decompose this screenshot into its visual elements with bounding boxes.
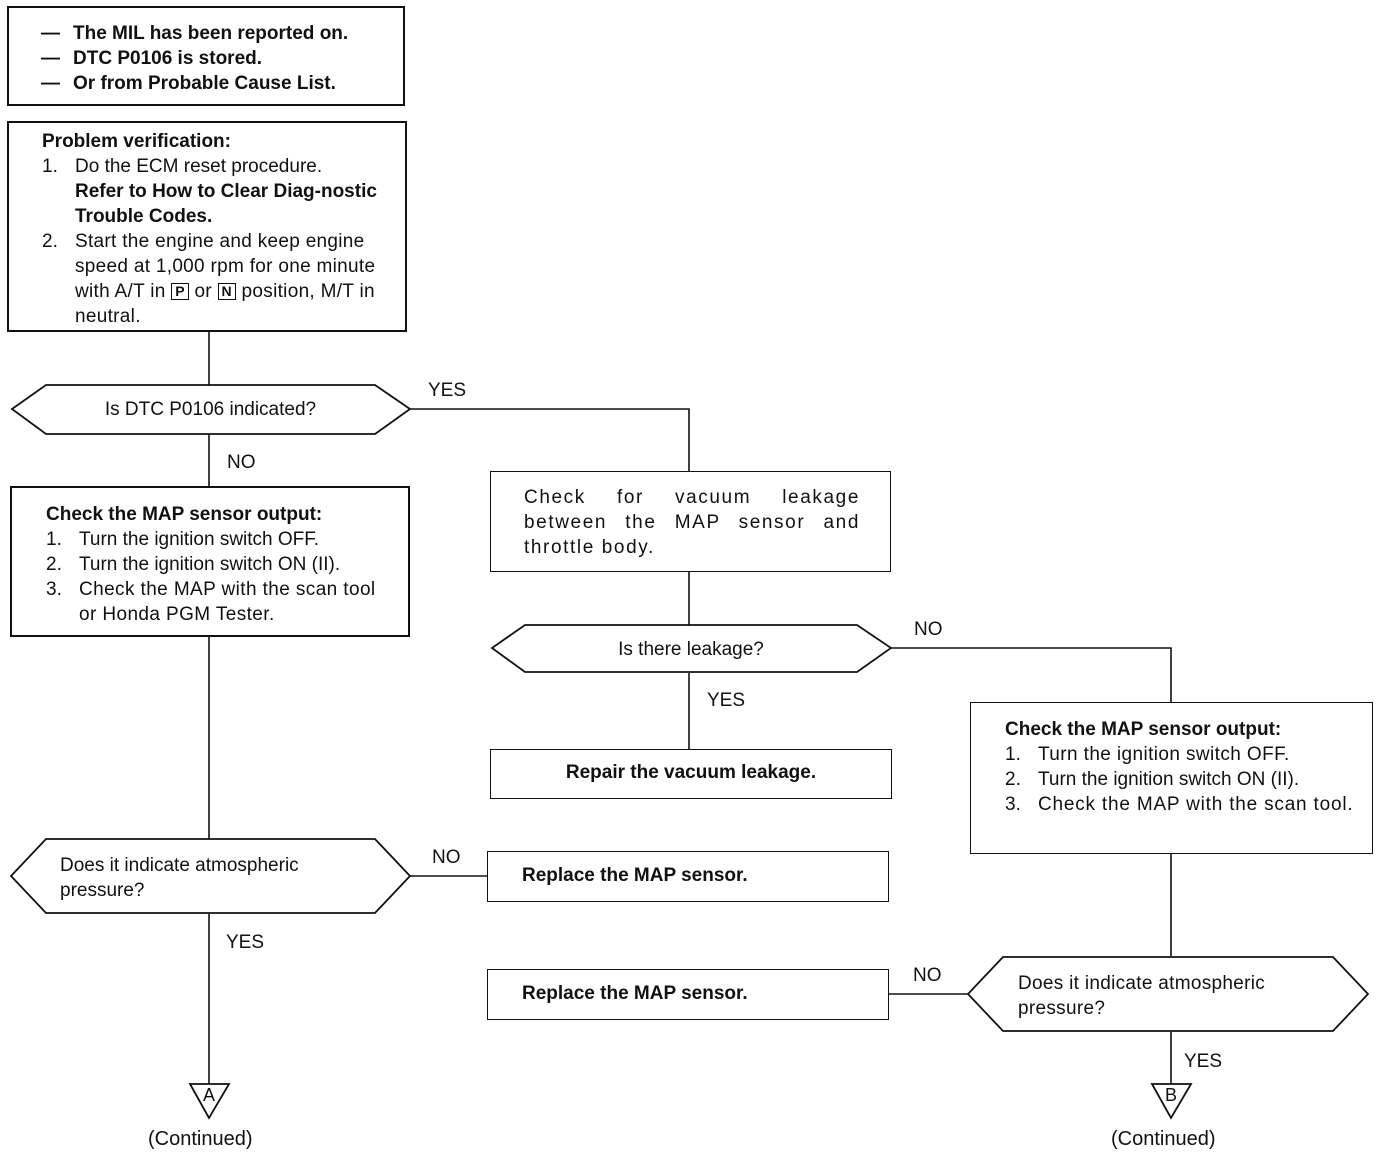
connector-a-letter: A [202,1085,215,1105]
connector-yes-to-vacuum [410,408,690,472]
connector-a-triangle [188,1083,231,1120]
decision-atm-right-text: Does it indicate atmospheric pressure? [1018,973,1266,1019]
start-line-2: —DTC P0106 is stored. [41,48,263,69]
label-no-atm-left: NO [432,847,461,868]
map-check-left-step-1: 1.Turn the ignition switch OFF. [46,529,320,550]
repair-box: Repair the vacuum leakage. [490,749,892,799]
map-check-left-box: Check the MAP sensor output: 1.Turn the … [10,486,410,637]
connector-a-caption: (Continued) [148,1128,253,1150]
label-no-1: NO [227,452,256,473]
map-check-right-title: Check the MAP sensor output: [1005,719,1282,740]
label-yes-1: YES [428,380,467,401]
map-check-right-step-3: 3.Check the MAP with the scan tool. [1005,794,1354,815]
verification-step-2: 2. Start the engine and keep engine spee… [42,231,376,327]
verification-box: Problem verification: 1. Do the ECM rese… [7,121,407,332]
vacuum-check-box: Check for vacuum leakage between the MAP… [490,471,891,572]
label-no-leak: NO [914,619,943,640]
start-line-1: —The MIL has been reported on. [41,23,349,44]
decision1-text: Is DTC P0106 indicated? [104,399,317,420]
decision-leak-shape [490,624,893,673]
connector-b-letter: B [1164,1085,1177,1105]
map-check-left-title: Check the MAP sensor output: [46,504,323,525]
replace-map-sensor-box-2: Replace the MAP sensor. [487,969,889,1020]
decision-atm-left-shape [9,838,412,914]
map-check-right-box: Check the MAP sensor output: 1.Turn the … [970,702,1373,854]
verification-step-1-reference: Refer to How to Clear Diag-nostic Troubl… [75,181,377,227]
label-yes-atm-left: YES [226,932,265,953]
decision-leak-text: Is there leakage? [618,639,764,660]
connector-b-caption: (Continued) [1111,1128,1216,1150]
label-no-atm-right: NO [913,965,942,986]
map-check-left-step-3: 3.Check the MAP with the scan tool or Ho… [46,579,376,625]
start-line-3: —Or from Probable Cause List. [41,73,336,94]
replace-map-sensor-box-1: Replace the MAP sensor. [487,851,889,902]
decision1-shape [10,384,412,435]
key-n-icon: N [217,283,236,300]
connector-noleak-to-mapright [891,647,1172,703]
map-check-right-step-1: 1.Turn the ignition switch OFF. [1005,744,1290,765]
label-yes-leak: YES [707,690,746,711]
decision-atm-left-text: Does it indicate atmospheric pressure? [60,855,299,901]
decision-atm-right-shape [966,956,1370,1032]
connector-b-triangle [1150,1083,1193,1120]
label-yes-atm-right: YES [1184,1051,1223,1072]
verification-title: Problem verification: [42,131,231,152]
map-check-right-step-2: 2.Turn the ignition switch ON (II). [1005,769,1300,790]
verification-step-1: 1. Do the ECM reset procedure. Refer to … [42,156,377,227]
map-check-left-step-2: 2.Turn the ignition switch ON (II). [46,554,341,575]
key-p-icon: P [171,283,189,300]
start-box: —The MIL has been reported on. —DTC P010… [7,6,405,106]
